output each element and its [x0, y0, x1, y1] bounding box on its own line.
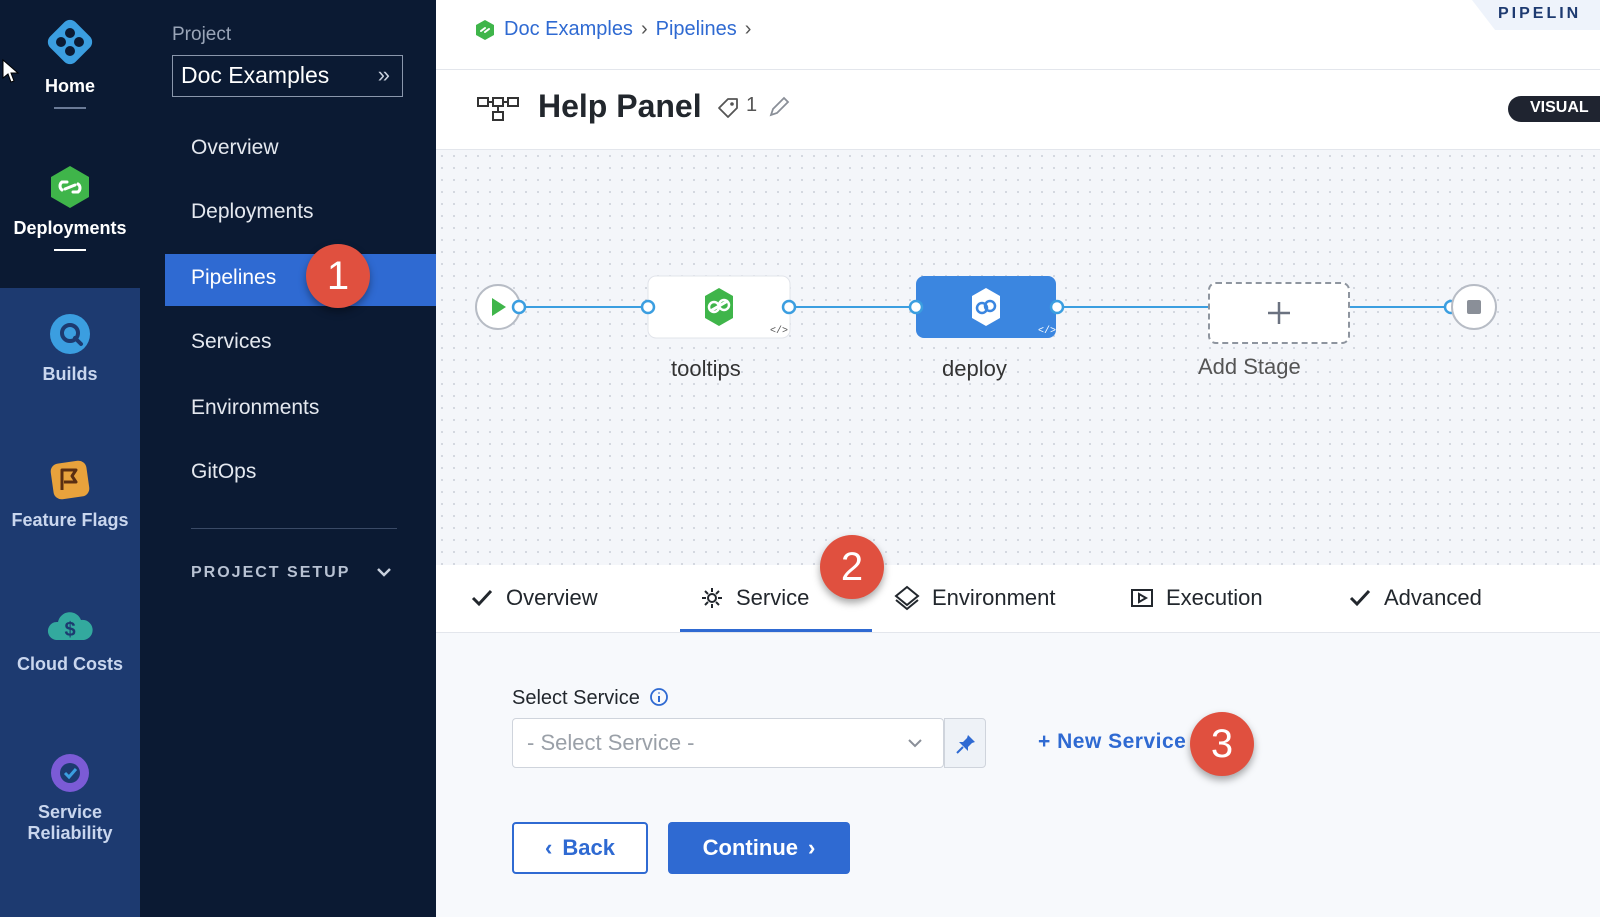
chevron-right-icon: ›	[808, 835, 816, 860]
execution-icon	[1131, 589, 1153, 607]
tab-environment[interactable]: Environment	[894, 585, 1056, 611]
project-label: Project	[172, 24, 232, 45]
service-reliability-icon	[51, 754, 89, 792]
module-service-reliability[interactable]: Service Reliability	[0, 752, 140, 844]
add-stage-label: Add Stage	[1198, 354, 1301, 379]
nav-item-gitops[interactable]: GitOps	[191, 460, 257, 483]
pipeline-graph: </> </>	[475, 275, 1497, 339]
select-service-placeholder: - Select Service -	[527, 730, 695, 755]
harness-logo-icon	[47, 19, 93, 65]
page-title: Help Panel	[538, 88, 702, 124]
tab-label: Execution	[1166, 585, 1263, 610]
tab-service[interactable]: Service	[700, 585, 809, 611]
svg-text:</>: </>	[1038, 325, 1056, 337]
tab-execution[interactable]: Execution	[1130, 585, 1263, 611]
chevron-right-icon: ›	[744, 18, 752, 40]
mouse-cursor-icon	[2, 58, 20, 83]
tab-overview[interactable]: Overview	[470, 585, 598, 611]
pipeline-canvas[interactable]: </> </> tool	[436, 150, 1600, 565]
chevron-down-icon	[908, 739, 922, 748]
module-rail: Home Deployments Builds Feature Flags $ …	[0, 0, 140, 917]
module-label: Builds	[42, 364, 98, 384]
tab-advanced[interactable]: Advanced	[1348, 585, 1482, 611]
feature-flags-icon	[50, 460, 90, 500]
project-nav: Project Doc Examples » Overview Deployme…	[140, 0, 436, 917]
callout-badge-2: 2	[820, 535, 884, 599]
callout-badge-1: 1	[306, 244, 370, 308]
module-builds[interactable]: Builds	[0, 312, 140, 385]
chevron-down-icon[interactable]	[376, 566, 392, 578]
active-tab-indicator	[680, 629, 872, 632]
continue-button[interactable]: Continue ›	[668, 822, 850, 874]
new-service-link[interactable]: + New Service	[1038, 730, 1187, 753]
module-home[interactable]: Home	[0, 16, 140, 109]
project-setup-section[interactable]: PROJECT SETUP	[191, 564, 351, 581]
nav-item-environments[interactable]: Environments	[191, 396, 320, 419]
pin-button[interactable]	[944, 718, 986, 768]
pipeline-icon	[477, 97, 519, 121]
stage-deploy-node[interactable]: </>	[916, 276, 1056, 338]
tab-label: Service	[736, 585, 810, 610]
nav-item-overview[interactable]: Overview	[191, 136, 279, 159]
chevron-right-icon: ›	[640, 18, 648, 40]
module-feature-flags[interactable]: Feature Flags	[0, 458, 140, 531]
tab-label: Advanced	[1384, 585, 1482, 610]
back-label: Back	[562, 835, 615, 860]
select-service-label: Select Service	[512, 687, 669, 710]
stage-deploy-label: deploy	[942, 356, 1007, 381]
module-label: Service Reliability	[27, 802, 113, 843]
module-deployments[interactable]: Deployments	[0, 164, 140, 251]
callout-badge-3: 3	[1190, 712, 1254, 776]
deployments-icon	[51, 166, 89, 208]
check-icon	[1349, 589, 1371, 607]
gear-icon	[702, 588, 722, 608]
nav-divider	[191, 528, 397, 529]
deployments-icon	[476, 19, 494, 40]
project-selector[interactable]: Doc Examples »	[172, 55, 403, 97]
stage-tooltips-label: tooltips	[671, 356, 741, 381]
pipeline-header: Help Panel 1 VISUAL	[436, 70, 1600, 150]
cloud-costs-icon: $	[47, 612, 93, 641]
breadcrumb: Doc Examples › Pipelines ›	[474, 18, 751, 41]
module-cloud-costs[interactable]: $ Cloud Costs	[0, 606, 140, 675]
continue-label: Continue	[702, 835, 798, 860]
tab-label: Environment	[932, 585, 1056, 610]
module-label: Deployments	[13, 218, 127, 238]
tab-label: Overview	[506, 585, 598, 610]
tag-icon[interactable]	[716, 96, 740, 120]
chevron-left-icon: ‹	[545, 835, 553, 860]
plus-icon	[1268, 302, 1290, 324]
svg-text:</>: </>	[770, 325, 788, 337]
tag-count: 1	[746, 94, 758, 116]
layers-icon	[894, 585, 920, 611]
nav-item-deployments[interactable]: Deployments	[191, 200, 314, 223]
nav-item-services[interactable]: Services	[191, 330, 272, 353]
nav-active-highlight	[165, 254, 436, 306]
info-icon[interactable]	[649, 687, 669, 707]
stage-tooltips-node[interactable]: </>	[647, 275, 791, 339]
edit-pencil-icon[interactable]	[766, 94, 792, 120]
breadcrumb-pipelines[interactable]: Pipelines	[655, 18, 737, 40]
svg-text:$: $	[64, 619, 75, 641]
module-label: Cloud Costs	[17, 654, 123, 674]
select-service-dropdown[interactable]: - Select Service -	[512, 718, 944, 768]
pin-icon	[956, 735, 975, 754]
check-icon	[471, 589, 493, 607]
pipeline-end-node	[1451, 284, 1497, 330]
double-chevron-right-icon: »	[377, 62, 390, 87]
builds-icon	[50, 314, 90, 354]
visual-mode-toggle[interactable]: VISUAL	[1508, 96, 1600, 122]
main-content: Doc Examples › Pipelines › PIPELIN Help …	[436, 0, 1600, 917]
stage-tabs: Overview Service Environment Execution	[436, 565, 1600, 633]
project-name: Doc Examples	[181, 62, 330, 88]
service-form: Select Service - Select Service - + New …	[436, 633, 1600, 917]
module-label: Home	[44, 76, 95, 96]
pipeline-studio-tab[interactable]: PIPELIN	[1472, 0, 1600, 30]
module-label: Feature Flags	[11, 510, 129, 530]
nav-item-pipelines[interactable]: Pipelines	[191, 266, 277, 289]
breadcrumb-project[interactable]: Doc Examples	[504, 18, 633, 40]
back-button[interactable]: ‹ Back	[512, 822, 648, 874]
add-stage-button[interactable]	[1208, 282, 1350, 344]
